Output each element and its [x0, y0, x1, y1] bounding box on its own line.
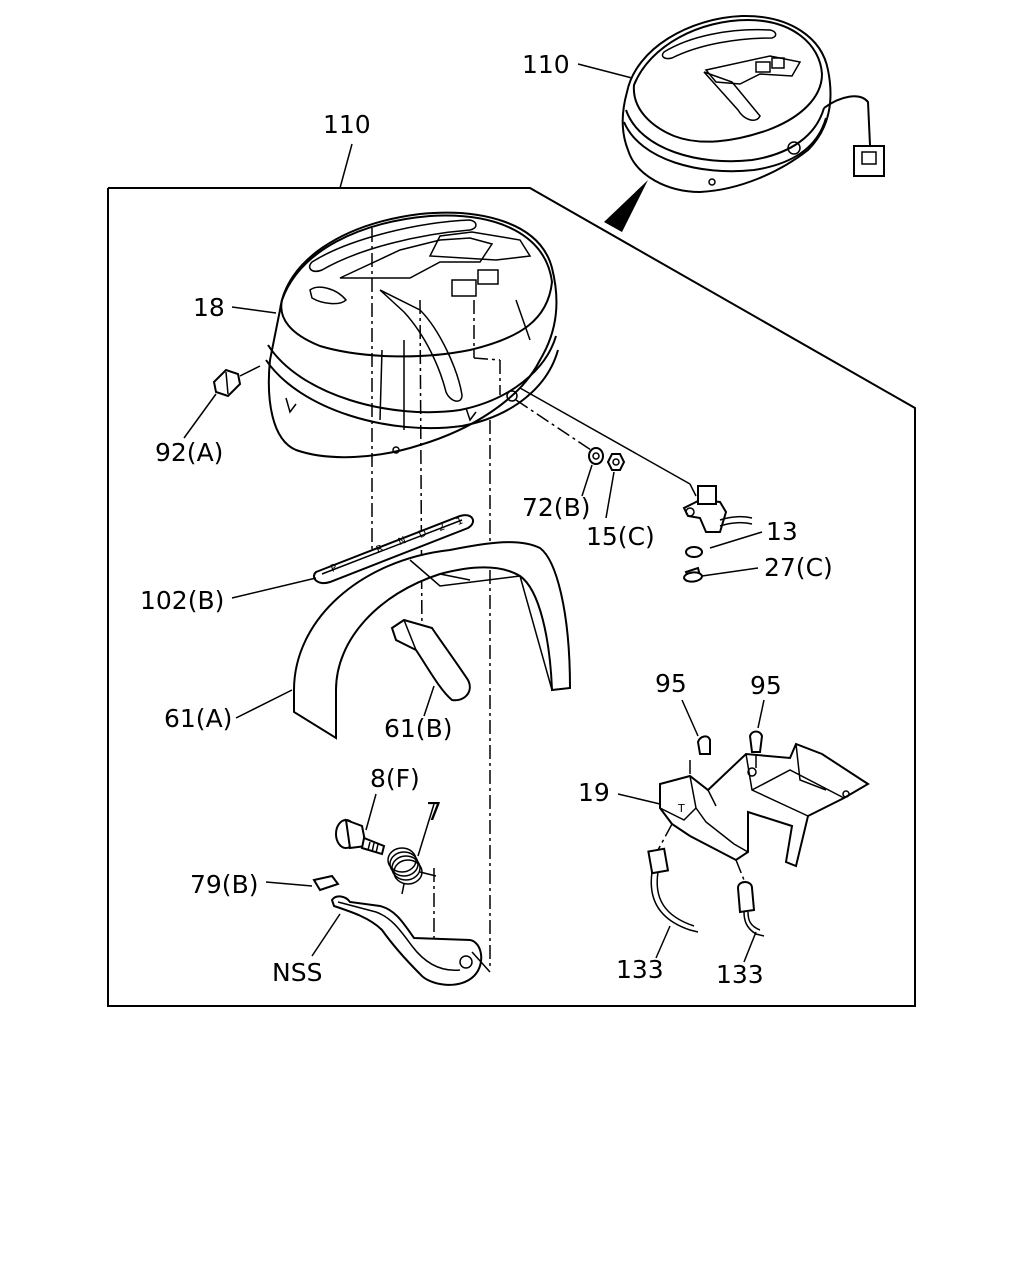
- view-arrow-icon: [604, 180, 648, 232]
- label-7: 7: [426, 797, 442, 826]
- label-102b: 102(B): [140, 586, 224, 615]
- label-61a: 61(A): [164, 704, 232, 733]
- washer-72b: [588, 447, 604, 465]
- switch-13: [682, 485, 753, 533]
- nut-15c: [606, 453, 626, 471]
- group-frame: [107, 187, 916, 1007]
- label-15c: 15(C): [586, 522, 655, 551]
- label-72b: 72(B): [522, 493, 590, 522]
- label-92a: 92(A): [155, 438, 223, 467]
- cover-18: [265, 211, 559, 459]
- bulb-95-right: [748, 730, 764, 753]
- plate-mark-d: D: [417, 528, 429, 541]
- label-13: 13: [766, 517, 798, 546]
- label-19: 19: [578, 778, 610, 807]
- bracket-t-mark: T: [677, 802, 685, 815]
- assembly-preview: [621, 14, 885, 194]
- pad-79b: [312, 874, 340, 892]
- harness-133-left: [647, 847, 699, 933]
- label-8f: 8(F): [370, 764, 420, 793]
- harness-133-right: [736, 881, 765, 937]
- socket-92a: [212, 368, 242, 398]
- label-27c: 27(C): [764, 553, 833, 582]
- plate-mark-p: P: [329, 562, 339, 574]
- label-79b: 79(B): [190, 870, 258, 899]
- bracket-19: T: [659, 742, 870, 868]
- plate-mark-r: R: [375, 543, 386, 556]
- spring-7: [387, 847, 437, 895]
- label-110-top: 110: [522, 50, 570, 79]
- nss-lever: [330, 895, 491, 986]
- label-18: 18: [193, 293, 225, 322]
- label-110-main: 110: [323, 110, 371, 139]
- bulb-95-left: [696, 735, 711, 755]
- bolt-8f: [335, 818, 386, 856]
- shield-61b: [390, 618, 471, 702]
- label-nss: NSS: [272, 958, 322, 987]
- label-95-right: 95: [750, 671, 782, 700]
- plate-mark-2: 2: [437, 521, 447, 534]
- screw-27c: [682, 566, 704, 583]
- shield-61a: [293, 541, 572, 740]
- label-133-left: 133: [616, 955, 664, 984]
- label-61b: 61(B): [384, 714, 452, 743]
- label-95-left: 95: [655, 669, 687, 698]
- plate-mark-1: 1: [455, 515, 465, 528]
- plate-mark-n: N: [397, 535, 408, 548]
- label-133-right: 133: [716, 960, 764, 989]
